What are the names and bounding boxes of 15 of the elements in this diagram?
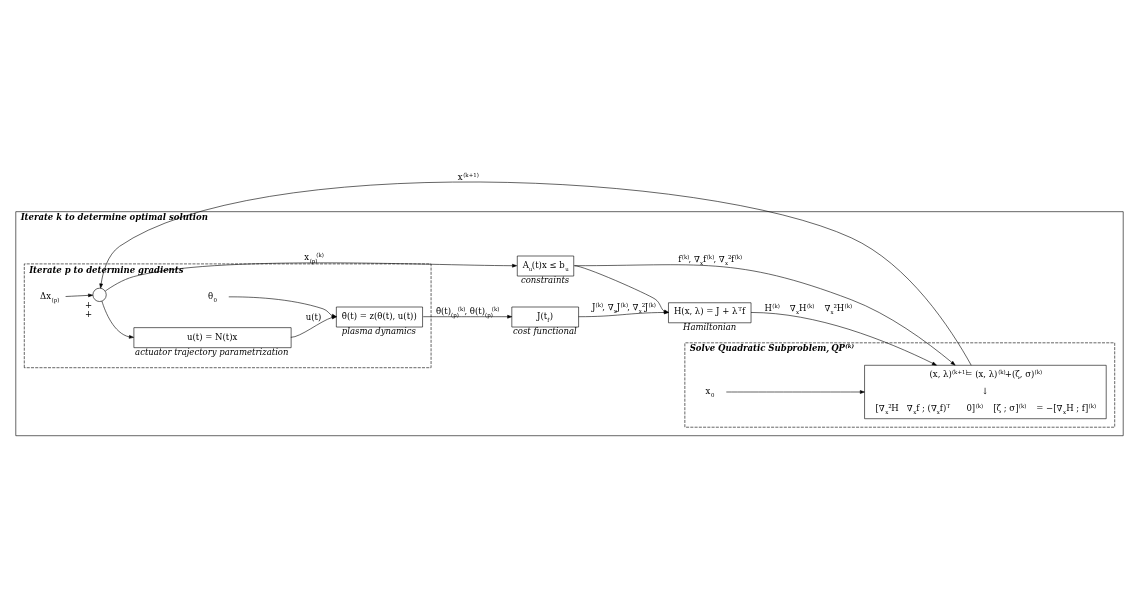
node-label: + (85, 299, 93, 310)
node-text: x$_{0}$ (705, 385, 715, 398)
node-label: plasma dynamics (341, 325, 416, 336)
node-label: constraints (520, 274, 570, 285)
edge-label: H$^{(k)}$ ∇$_{x}$H$^{(k)}$ ∇$_{x}$$^{2}$H$^{(k)}$ (764, 302, 853, 315)
edge-label: f$^{(k)}$, ∇$_{x}$f$^{(k)}$, ∇$_{x}$$^{2}$f$^{(k)}$ (678, 253, 743, 266)
edge-label: x$^{(k+1)}$ (457, 171, 479, 182)
node-label: cost functional (513, 325, 577, 336)
edge-label: J$^{(k)}$, ∇$_{x}$J$^{(k)}$, ∇$_{x}$$^{2}$J$^{(k)}$ (591, 301, 656, 314)
edge-label: u(t) (305, 311, 322, 322)
node-label: actuator trajectory parametrization (135, 346, 289, 357)
node-text: θ$_{0}$ (207, 290, 217, 303)
node-text: Δx$_{(p)}$ (40, 290, 60, 303)
node-label: Hamiltonian (683, 321, 737, 332)
node-label: + (85, 308, 93, 319)
